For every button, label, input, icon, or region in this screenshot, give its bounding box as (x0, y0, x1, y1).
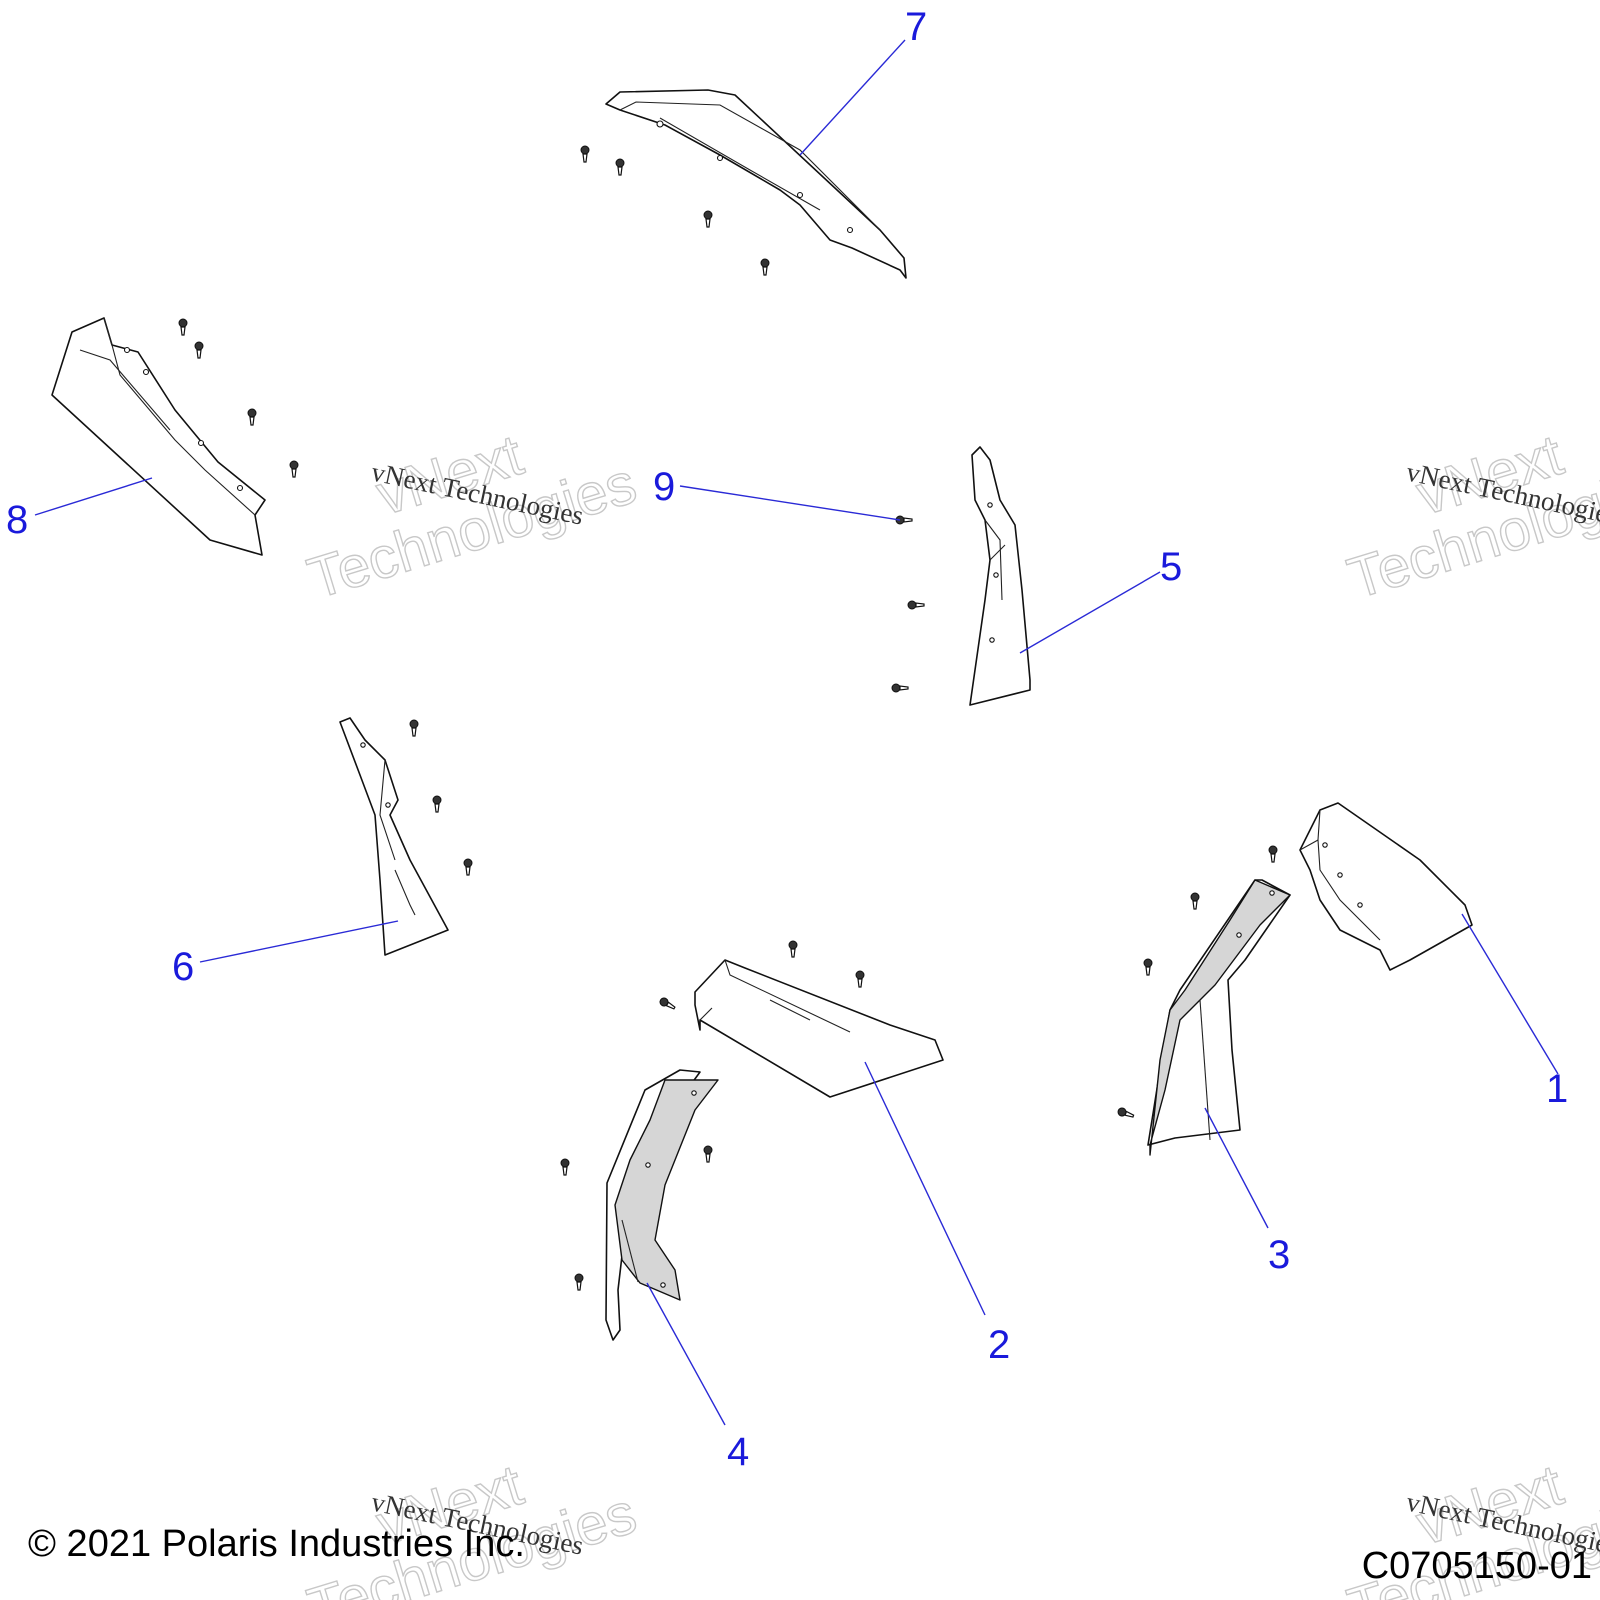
fastener (855, 970, 865, 988)
part-4-panel (605, 1069, 719, 1341)
fastener (907, 600, 925, 610)
leader-1 (1461, 913, 1559, 1075)
leader-9 (679, 485, 901, 521)
fastener (432, 795, 442, 813)
callout-3: 3 (1268, 1233, 1290, 1277)
leader-4 (646, 1282, 726, 1426)
part-8-panel (51, 317, 266, 556)
fastener (703, 1145, 713, 1163)
fastener (560, 1158, 570, 1176)
fastener (178, 318, 188, 336)
figure-id: C0705150-01 (1362, 1545, 1592, 1587)
fastener (1190, 892, 1200, 910)
leader-lines (34, 39, 1559, 1426)
callout-9: 9 (653, 465, 675, 509)
fastener (1143, 958, 1153, 976)
leader-5 (1019, 571, 1161, 654)
fastener (615, 158, 625, 176)
callout-7: 7 (905, 5, 927, 49)
part-3-panel (1147, 879, 1291, 1156)
callout-5: 5 (1160, 545, 1182, 589)
fastener (703, 210, 713, 228)
fastener (788, 940, 798, 958)
callout-labels: 7 8 9 5 6 1 3 2 4 (6, 5, 1568, 1474)
callout-2: 2 (988, 1323, 1010, 1367)
fastener (760, 258, 770, 276)
part-1-panel (1299, 802, 1473, 971)
fastener (289, 460, 299, 478)
fastener-group (178, 145, 1278, 1291)
fastener (574, 1273, 584, 1291)
part-2-panel (694, 959, 944, 1098)
callout-6: 6 (172, 945, 194, 989)
fastener (1268, 845, 1278, 863)
fastener (409, 719, 419, 737)
callout-4: 4 (727, 1430, 749, 1474)
fastener (891, 683, 909, 693)
leader-6 (199, 920, 399, 963)
callout-1: 1 (1546, 1067, 1568, 1111)
fastener (194, 341, 204, 359)
copyright-notice: © 2021 Polaris Industries Inc. (28, 1523, 525, 1565)
leader-7 (799, 39, 906, 156)
fastener (247, 408, 257, 426)
part-6-panel (339, 717, 449, 956)
fastener (895, 515, 913, 525)
leader-3 (1204, 1107, 1269, 1229)
leader-8 (34, 477, 153, 516)
watermark-group: vNext Technologies vNext Technologies vN… (300, 422, 1600, 1600)
part-5-panel (969, 446, 1031, 706)
fastener (463, 858, 473, 876)
part-7-panel (605, 89, 907, 279)
leader-2 (864, 1061, 986, 1316)
callout-8: 8 (6, 498, 28, 542)
fastener (1117, 1107, 1135, 1118)
fastener (580, 145, 590, 163)
fastener (659, 997, 676, 1010)
